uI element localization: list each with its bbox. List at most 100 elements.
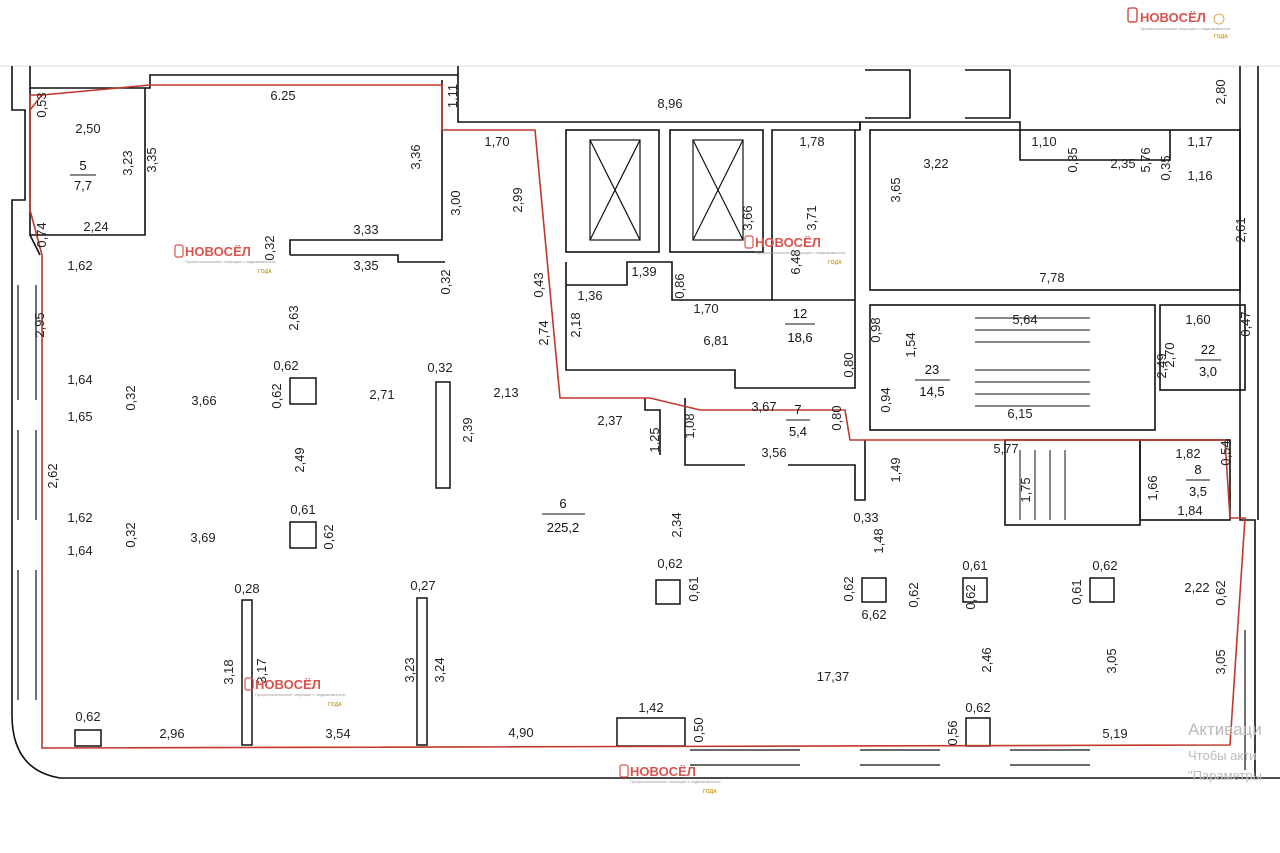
dimension-label: 0,53	[34, 92, 49, 117]
dimension-label: 4,90	[508, 725, 533, 740]
dimension-label: 3,23	[120, 150, 135, 175]
wm-tagline: Профессиональные операции с недвижимость…	[1140, 26, 1230, 31]
stair-cutout-a	[865, 69, 911, 119]
dimension-label: 5,76	[1138, 147, 1153, 172]
dimension-label: 0,43	[531, 272, 546, 297]
room-label-8: 8 3,5	[1186, 462, 1210, 499]
pillar	[416, 597, 428, 746]
svg-text:18,6: 18,6	[787, 330, 812, 345]
dimension-label: 0,98	[868, 317, 883, 342]
dimension-label: 0,62	[269, 383, 284, 408]
room6-outline	[29, 84, 1246, 749]
dimension-label: 2,62	[45, 463, 60, 488]
dimension-label: 3,35	[353, 258, 378, 273]
dimension-label: 2,50	[75, 121, 100, 136]
dimension-label: 6,81	[703, 333, 728, 348]
dimension-label: 1,64	[67, 372, 92, 387]
room-label-7: 7 5,4	[786, 402, 810, 439]
windows-activation-overlay: Активаци Чтобы акти "Параметры	[1188, 720, 1262, 783]
dimension-label: 1,39	[631, 264, 656, 279]
inline-watermark-2: НОВОСЁЛ Профессиональные операции с недв…	[744, 235, 845, 266]
dimension-label: 0,56	[945, 720, 960, 745]
elevator-shaft-2	[669, 129, 764, 253]
dimension-label: 2,46	[979, 647, 994, 672]
dimension-label: 5,19	[1102, 726, 1127, 741]
dimension-label: 3,66	[191, 393, 216, 408]
dimension-label: 1,82	[1175, 446, 1200, 461]
dimension-label: 2,35	[1110, 156, 1135, 171]
dimension-label: 0,94	[878, 387, 893, 412]
svg-text:7,7: 7,7	[74, 178, 92, 193]
dimension-label: 1,11	[445, 84, 460, 108]
dimension-label: 0,28	[234, 581, 259, 596]
pillar	[435, 381, 451, 489]
column	[289, 377, 317, 405]
inline-watermark-4: НОВОСЁЛ Профессиональные операции с недв…	[619, 764, 720, 795]
inline-watermark-3: НОВОСЁЛ Профессиональные операции с недв…	[244, 677, 345, 708]
dimension-label: 1,84	[1177, 503, 1202, 518]
svg-text:3,5: 3,5	[1189, 484, 1207, 499]
dimension-label: 0,62	[657, 556, 682, 571]
svg-text:НОВОСЁЛ: НОВОСЁЛ	[755, 235, 821, 250]
room22-walls	[1159, 304, 1246, 391]
dimension-label: 7,78	[1039, 270, 1064, 285]
logo-house-icon	[244, 677, 254, 691]
room-label-23: 23 14,5	[915, 362, 950, 399]
dimension-label: 3,69	[190, 530, 215, 545]
dimension-label: 0,61	[290, 502, 315, 517]
dimension-label: 2,74	[536, 320, 551, 345]
dimension-label: 0,62	[75, 709, 100, 724]
svg-text:Профессиональные операции с не: Профессиональные операции с недвижимость…	[755, 250, 845, 255]
columns	[74, 377, 1115, 747]
dimension-label: 0,80	[841, 352, 856, 377]
dimension-label: 3,23	[402, 657, 417, 682]
dimension-label: 0,74	[34, 222, 49, 247]
svg-text:23: 23	[925, 362, 939, 377]
dimension-label: 3,17	[254, 658, 269, 683]
dimension-label: 3,00	[448, 190, 463, 215]
dimension-label: 1,25	[647, 427, 662, 452]
dimension-label: 1,64	[67, 543, 92, 558]
dimension-label: 0,61	[962, 558, 987, 573]
dimension-label: 1,49	[888, 457, 903, 482]
dimension-label: 3,24	[432, 657, 447, 682]
svg-text:НОВОСЁЛ: НОВОСЁЛ	[185, 244, 251, 259]
dimension-label: 0,32	[123, 385, 138, 410]
dimension-label: 1,10	[1031, 134, 1056, 149]
elevator-shaft-1	[565, 129, 660, 253]
wm-award: ГОДА	[1214, 34, 1228, 40]
inline-watermark-1: НОВОСЁЛ Профессиональные операции с недв…	[174, 244, 275, 275]
dimension-label: 0,33	[853, 510, 878, 525]
svg-text:22: 22	[1201, 342, 1215, 357]
svg-text:НОВОСЁЛ: НОВОСЁЛ	[630, 764, 696, 779]
dimension-label: 0,62	[273, 358, 298, 373]
dimension-label: 2,95	[32, 312, 47, 337]
dimension-label: 2,39	[460, 417, 475, 442]
column	[289, 521, 317, 549]
outer-wall-left	[11, 66, 1280, 779]
pillar	[241, 599, 253, 746]
dimension-label: 1,60	[1185, 312, 1210, 327]
room-label-6: 6 225,2	[542, 496, 585, 535]
dimension-label: 0,32	[438, 269, 453, 294]
dimension-label: 6,62	[861, 607, 886, 622]
dimension-label: 2,99	[510, 187, 525, 212]
logo-house-icon	[619, 764, 629, 778]
svg-text:5,4: 5,4	[789, 424, 807, 439]
svg-text:НОВОСЁЛ: НОВОСЁЛ	[255, 677, 321, 692]
column	[965, 717, 991, 747]
outer-wall-right	[1239, 66, 1256, 778]
dimension-label: 3,05	[1104, 648, 1119, 673]
column	[962, 577, 988, 603]
dimension-label: 3,22	[923, 156, 948, 171]
top-wall	[29, 66, 861, 130]
svg-text:12: 12	[793, 306, 807, 321]
svg-text:ГОДА: ГОДА	[703, 789, 717, 795]
logo-house-icon	[174, 244, 184, 258]
dimension-label: 2,13	[493, 385, 518, 400]
dimension-label: 0,80	[829, 405, 844, 430]
dimension-label: 0,86	[672, 273, 687, 298]
activation-line-1: Активаци	[1188, 720, 1262, 739]
dimension-label: 0,35	[1065, 147, 1080, 172]
